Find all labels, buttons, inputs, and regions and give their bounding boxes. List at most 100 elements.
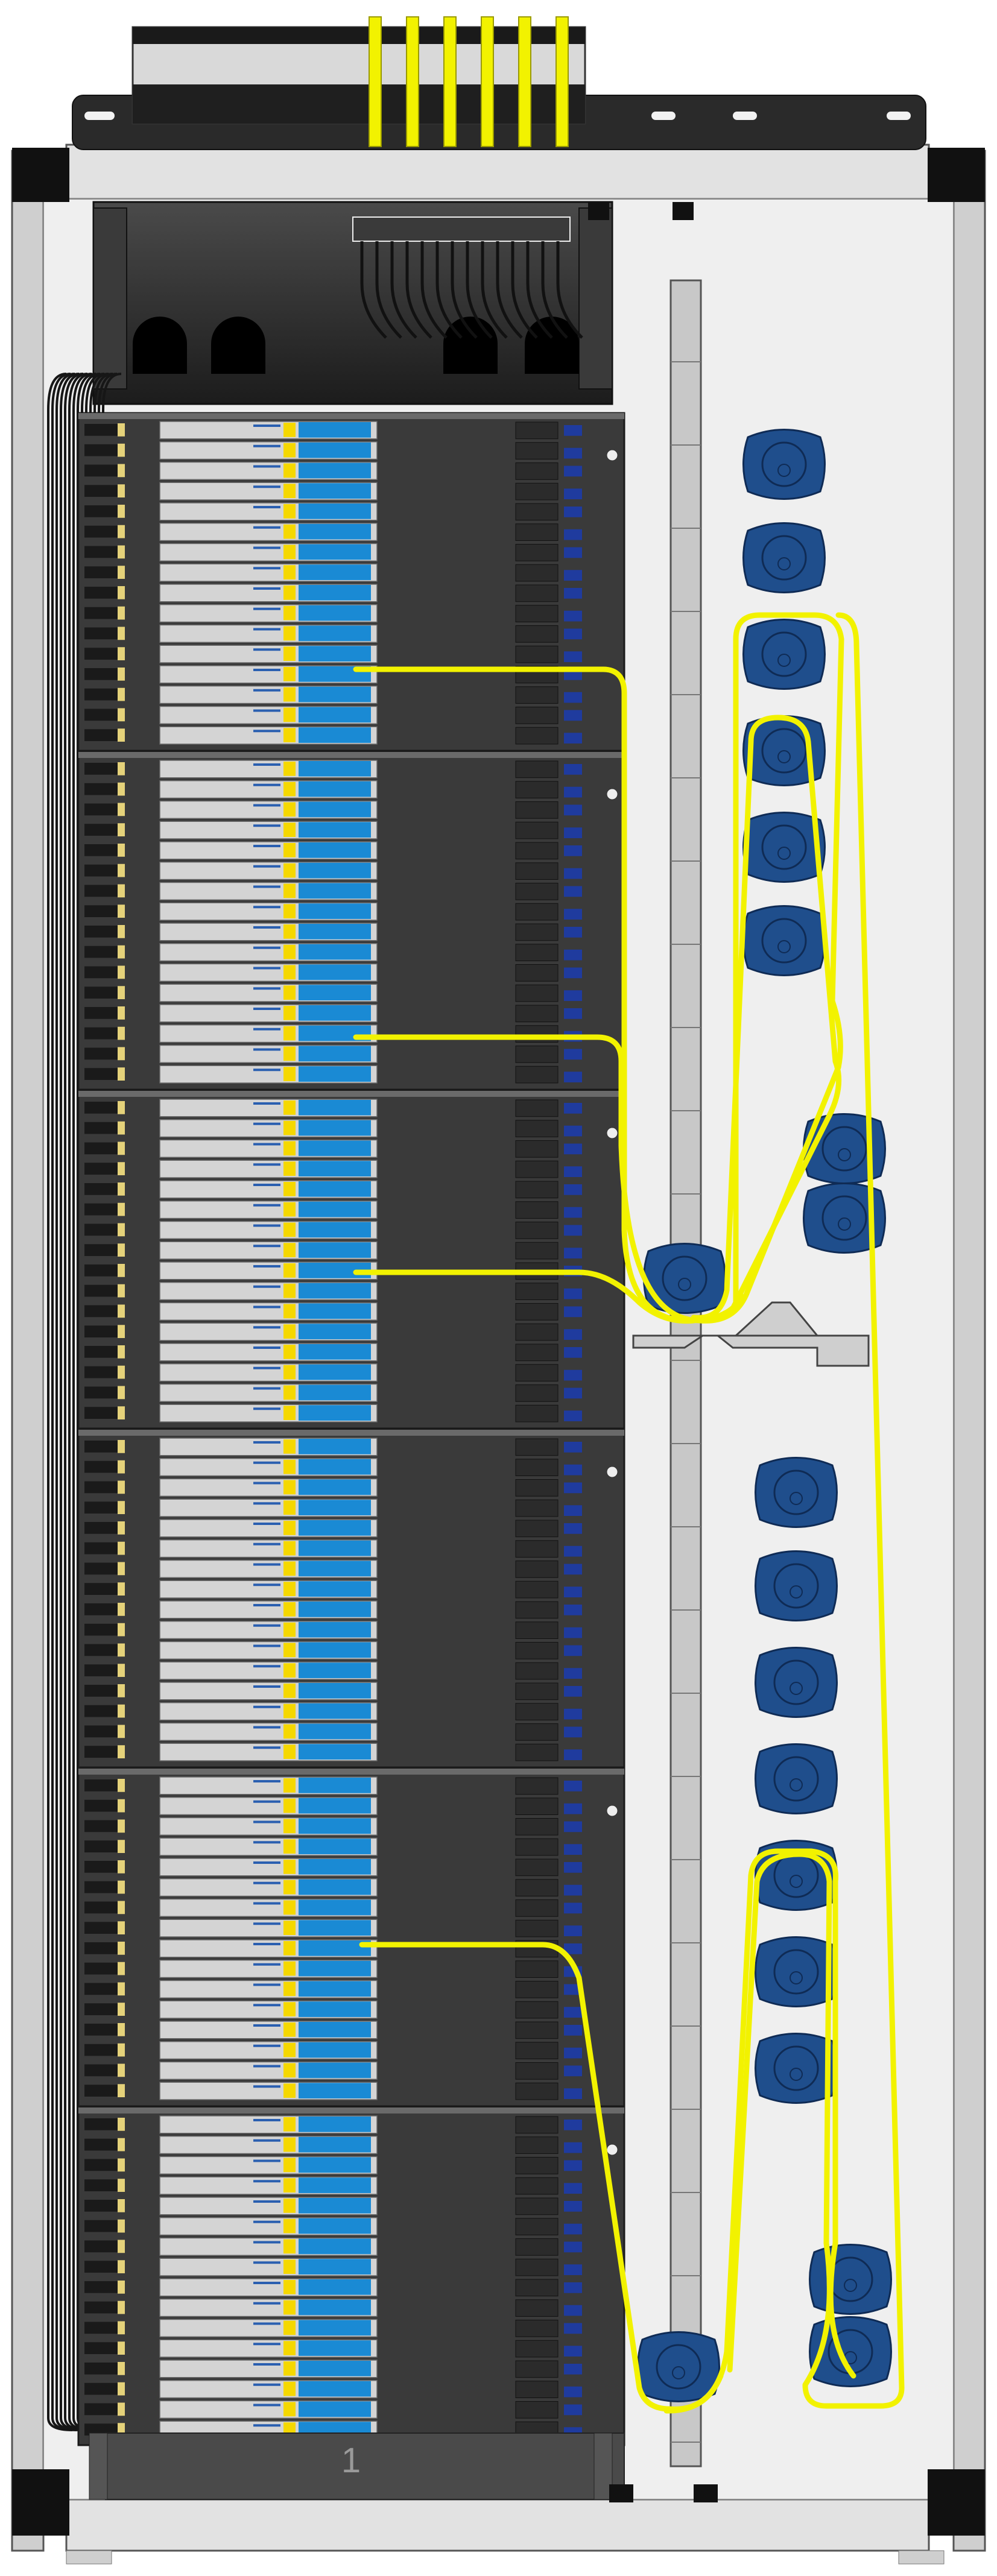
cassette-port-block: [299, 944, 371, 960]
pigtail-connector: [118, 647, 125, 660]
adapter-panel: [515, 760, 559, 778]
cassette-port-block: [299, 523, 371, 540]
cassette-id-stripe: [253, 1048, 280, 1051]
spool-bracket-lower: [637, 2331, 720, 2402]
laser-warning-label: [283, 2137, 296, 2152]
laser-warning-label: [283, 2341, 296, 2355]
manager-fiber-lead: [451, 241, 478, 339]
shelf-top-lip: [78, 1430, 624, 1436]
pigtail-boot: [84, 783, 118, 795]
blue-connector: [564, 1369, 582, 1381]
laser-warning-label: [283, 781, 296, 797]
adapter-panel: [515, 984, 559, 1002]
pigtail-connector: [118, 2199, 125, 2212]
unit-number-label: 1: [341, 2441, 361, 2480]
cassette-id-stripe: [253, 2241, 280, 2244]
spool-column-a: [742, 619, 826, 690]
cassette-port-block: [299, 2340, 371, 2356]
cassette-port-block: [299, 727, 371, 743]
pigtail-boot: [84, 1501, 118, 1514]
adapter-panel: [515, 1520, 559, 1538]
cassette-port-block: [299, 2198, 371, 2214]
pigtail-connector: [118, 708, 125, 722]
blue-connector: [564, 1686, 582, 1697]
spool-bracket-upper: [643, 1243, 726, 1314]
adapter-panel: [515, 964, 559, 982]
adapter-panel: [515, 2401, 559, 2419]
shelf-top-lip: [78, 1091, 624, 1097]
blue-connector: [564, 1505, 582, 1516]
spool-hub: [761, 441, 807, 487]
blue-connector: [564, 1943, 582, 1954]
cassette-id-stripe: [253, 506, 280, 508]
pigtail-boot: [84, 505, 118, 517]
cassette-id-stripe: [253, 1305, 280, 1309]
spool-column-b: [755, 1936, 838, 2007]
adapter-panel: [515, 442, 559, 459]
adapter-panel: [515, 1120, 559, 1137]
cassette-id-stripe: [253, 946, 280, 949]
adapter-panel: [515, 2279, 559, 2297]
shelf-top-lip: [78, 752, 624, 758]
manager-fiber-lead: [435, 241, 463, 339]
cassette-port-block: [299, 1181, 371, 1197]
adapter-panel: [515, 544, 559, 561]
spool-hub: [773, 2045, 819, 2091]
pigtail-boot: [84, 1346, 118, 1358]
laser-warning-label: [283, 1724, 296, 1739]
cassette-port-block: [299, 985, 371, 1000]
adapter-panel: [515, 2320, 559, 2337]
pigtail-connector: [118, 1026, 125, 1040]
spool-column-b: [755, 1647, 838, 1718]
pigtail-boot: [84, 2179, 118, 2191]
cassette-id-stripe: [253, 730, 280, 733]
pigtail-connector: [118, 1819, 125, 1833]
cassette-port-block: [299, 801, 371, 818]
laser-warning-label: [283, 1283, 296, 1298]
laser-warning-label: [283, 1046, 296, 1061]
cassette-id-stripe: [253, 1746, 280, 1749]
adapter-panel: [515, 2238, 559, 2256]
pigtail-boot: [84, 2085, 118, 2097]
pigtail-connector: [118, 1745, 125, 1758]
adapter-panel: [515, 801, 559, 819]
bundle-cable: [55, 373, 81, 2431]
cassette-id-stripe: [253, 2139, 280, 2142]
adapter-panel: [515, 584, 559, 602]
pigtail-boot: [84, 2220, 118, 2232]
frame-left-post: [11, 150, 45, 2552]
pigtail-boot: [84, 1264, 118, 1277]
pigtail-boot: [84, 1542, 118, 1555]
adapter-panel: [515, 1201, 559, 1219]
cassette-port-block: [299, 564, 371, 580]
top-feed-fiber: [443, 16, 457, 147]
cassette-port-block: [299, 1242, 371, 1258]
pigtail-connector: [118, 525, 125, 538]
cassette-id-stripe: [253, 906, 280, 909]
laser-warning-label: [283, 2239, 296, 2254]
spool-hub: [773, 1756, 819, 1802]
adapter-panel: [515, 1242, 559, 1260]
cassette-id-stripe: [253, 1963, 280, 1966]
yellow-fiber-routes: [353, 612, 905, 2414]
spool-column-b: [755, 1743, 838, 1814]
spool-clip: [844, 2279, 857, 2292]
pigtail-boot: [84, 2003, 118, 2015]
cassette-port-block: [299, 924, 371, 939]
spool-clip: [777, 654, 791, 667]
pigtail-connector: [118, 762, 125, 775]
blue-connector: [564, 1781, 582, 1792]
laser-warning-label: [283, 1500, 296, 1515]
pigtail-connector: [118, 1182, 125, 1196]
cassette-id-stripe: [253, 1326, 280, 1329]
adapter-panel: [515, 2360, 559, 2378]
pigtail-connector: [118, 925, 125, 938]
cassette-id-stripe: [253, 1028, 280, 1031]
adapter-panel: [515, 1303, 559, 1321]
cassette-id-stripe: [253, 1163, 280, 1166]
blue-connector: [564, 2183, 582, 2194]
blue-connector: [564, 1103, 582, 1114]
laser-warning-label: [283, 1521, 296, 1535]
cassette-id-stripe: [253, 1943, 280, 1945]
cassette-id-stripe: [253, 526, 280, 529]
